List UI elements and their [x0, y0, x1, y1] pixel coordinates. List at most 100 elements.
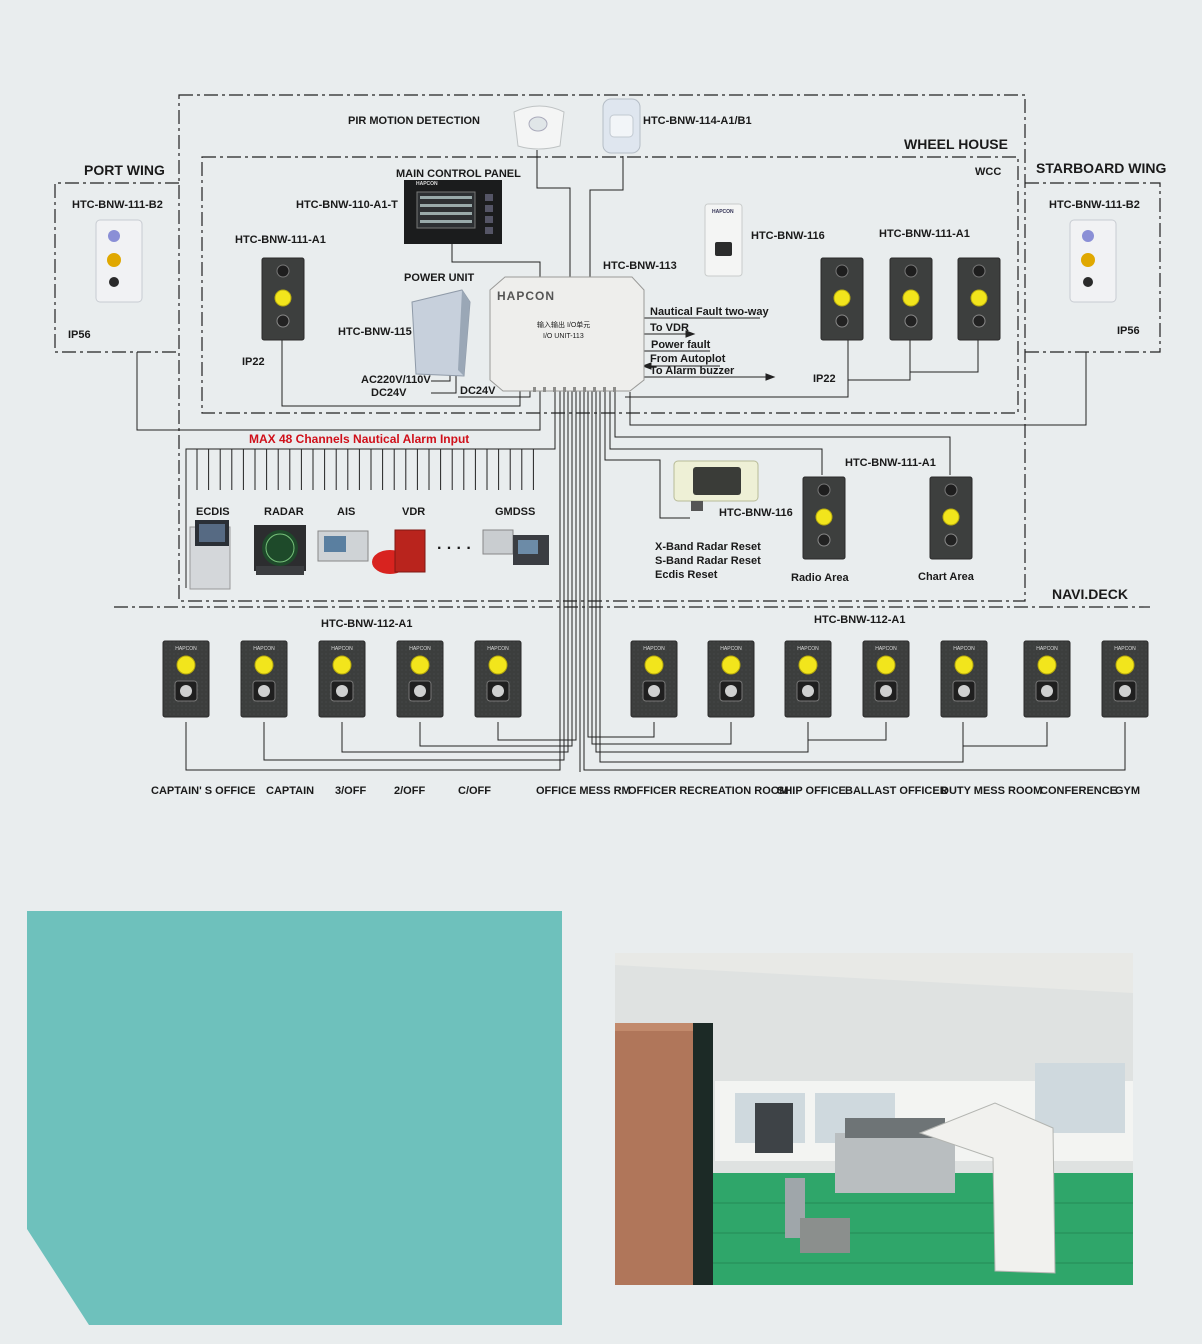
a1-station — [957, 257, 1001, 341]
zone-port-wing: PORT WING — [84, 162, 165, 178]
cabin-panel: HAPCON — [474, 640, 522, 718]
alarm-input-label: MAX 48 Channels Nautical Alarm Input — [249, 432, 470, 446]
pir-model: HTC-BNW-114-A1/B1 — [643, 115, 752, 127]
cabin-model-left: HTC-BNW-112-A1 — [321, 618, 413, 630]
io-unit-113 — [489, 276, 645, 392]
equipment-radar-label: RADAR — [264, 506, 304, 518]
cabin-label-3off: 3/OFF — [335, 785, 367, 797]
a1-station — [802, 476, 846, 560]
cabin-label-ballast-officer: BALLAST OFFICER — [845, 785, 948, 797]
equipment-vdr-label: VDR — [402, 506, 426, 518]
a1-station — [929, 476, 973, 560]
wheel-house-border — [178, 94, 1026, 602]
signal-power-fault: Power fault — [651, 339, 711, 351]
dc-label-left: DC24V — [371, 387, 407, 399]
port-wing-border — [54, 182, 179, 353]
pir-sensor-ceiling — [513, 105, 565, 150]
radio-area-label: Radio Area — [791, 572, 849, 584]
equipment-ais-label: AIS — [337, 506, 356, 518]
pir-title: PIR MOTION DETECTION — [348, 115, 480, 127]
cabin-label-office-mess: OFFICE MESS RM — [536, 785, 631, 797]
zone-navi-deck: NAVI.DECK — [1052, 586, 1128, 602]
cabin-panel: HAPCON — [630, 640, 678, 718]
cabin-panel: HAPCON — [240, 640, 288, 718]
main-panel-brand: HAPCON — [416, 181, 438, 187]
a1-stations — [261, 257, 1001, 560]
cabin-label-ship-office: SHIP OFFICE — [777, 785, 846, 797]
right-a1-model: HTC-BNW-111-A1 — [879, 228, 970, 240]
pir-sensor-wall — [602, 98, 641, 154]
cabin-model-right: HTC-BNW-112-A1 — [814, 614, 906, 626]
signal-to-vdr: To VDR — [650, 322, 689, 334]
cabin-panel: HAPCON — [707, 640, 755, 718]
cabin-panel-brand: HAPCON — [797, 646, 819, 652]
main-panel-title: MAIN CONTROL PANEL — [396, 168, 521, 180]
main-control-panel — [404, 180, 502, 244]
bridge-photo — [615, 953, 1133, 1285]
reset-ecdis: Ecdis Reset — [655, 569, 718, 581]
io-unit-model: HTC-BNW-113 — [603, 260, 677, 272]
cabin-panel: HAPCON — [1101, 640, 1149, 718]
equipment-radar — [254, 525, 306, 575]
io-unit-text-en: I/O UNIT-113 — [543, 333, 584, 340]
equipment-ellipsis: · · · · — [437, 540, 472, 557]
zone-wheel-house: WHEEL HOUSE — [904, 136, 1008, 152]
nav-a1-model: HTC-BNW-111-A1 — [845, 457, 936, 469]
io-unit-brand: HAPCON — [497, 289, 556, 303]
signal-from-autoplot: From Autoplot — [650, 353, 726, 365]
cabin-panel-brand: HAPCON — [1036, 646, 1058, 652]
box-116-model: HTC-BNW-116 — [719, 507, 793, 519]
cabin-panel: HAPCON — [162, 640, 210, 718]
cabin-panel: HAPCON — [784, 640, 832, 718]
port-wing-rating: IP56 — [68, 329, 91, 341]
system-diagram: HAPCON HAPCON HAPCON HAPCON HAPCON HAPCON HAPC… — [54, 94, 1167, 797]
cabin-panel-brand: HAPCON — [1114, 646, 1136, 652]
dc-label-right: DC24V — [460, 385, 496, 397]
cabin-panel-brand: HAPCON — [175, 646, 197, 652]
main-panel-model: HTC-BNW-110-A1-T — [296, 199, 398, 211]
equipment-ais — [317, 530, 369, 562]
button-116-brand: HAPCON — [712, 209, 734, 215]
button-116-model: HTC-BNW-116 — [751, 230, 825, 242]
io-unit-text-cn: 输入输出 I/O单元 — [537, 322, 591, 329]
right-a1-rating: IP22 — [813, 373, 836, 385]
diagram-canvas: HAPCON HAPCON HAPCON HAPCON HAPCON HAPCON HAPC… — [54, 94, 1161, 772]
cabin-panel-brand: HAPCON — [409, 646, 431, 652]
equipment-gmdss-label: GMDSS — [495, 506, 536, 518]
reset-x-band: X-Band Radar Reset — [655, 541, 761, 553]
cabin-panel: HAPCON — [396, 640, 444, 718]
cabin-label-2off: 2/OFF — [394, 785, 426, 797]
equipment-gmdss — [482, 529, 549, 565]
power-unit — [411, 289, 471, 377]
cabin-label-captain: CAPTAIN — [266, 785, 315, 797]
cabin-panel: HAPCON — [1023, 640, 1071, 718]
port-wing-model: HTC-BNW-111-B2 — [72, 199, 163, 211]
cabin-panel: HAPCON — [318, 640, 366, 718]
ac-label: AC220V/110V — [361, 374, 431, 386]
zone-wcc: WCC — [975, 166, 1002, 178]
cabin-panel-brand: HAPCON — [643, 646, 665, 652]
starboard-wing-border — [1025, 182, 1161, 353]
cabin-label-gym: GYM — [1115, 785, 1141, 797]
cabin-panel: HAPCON — [940, 640, 988, 718]
cabin-panel-brand: HAPCON — [487, 646, 509, 652]
teal-background-panel — [27, 911, 562, 1325]
equipment-ecdis-label: ECDIS — [196, 506, 230, 518]
zone-starboard-wing: STARBOARD WING — [1036, 160, 1167, 176]
power-unit-title: POWER UNIT — [404, 272, 475, 284]
cabin-panel-brand: HAPCON — [331, 646, 353, 652]
cabin-label-coff: C/OFF — [458, 785, 491, 797]
equipment-ecdis — [189, 520, 231, 590]
reset-s-band: S-Band Radar Reset — [655, 555, 761, 567]
power-unit-model: HTC-BNW-115 — [338, 326, 412, 338]
cabin-label-conference: CONFERENCE — [1040, 785, 1118, 797]
cabin-panel-brand: HAPCON — [253, 646, 275, 652]
signal-nautical-fault: Nautical Fault two-way — [650, 306, 769, 318]
cabin-label-duty-mess: DUTY MESS ROOM — [941, 785, 1043, 797]
cabin-panel-brand: HAPCON — [953, 646, 975, 652]
a1-station — [820, 257, 864, 341]
port-wing-station — [95, 219, 143, 303]
signal-to-alarm-buzzer: To Alarm buzzer — [650, 365, 735, 377]
a1-station — [261, 257, 305, 341]
cabin-panel: HAPCON — [862, 640, 910, 718]
